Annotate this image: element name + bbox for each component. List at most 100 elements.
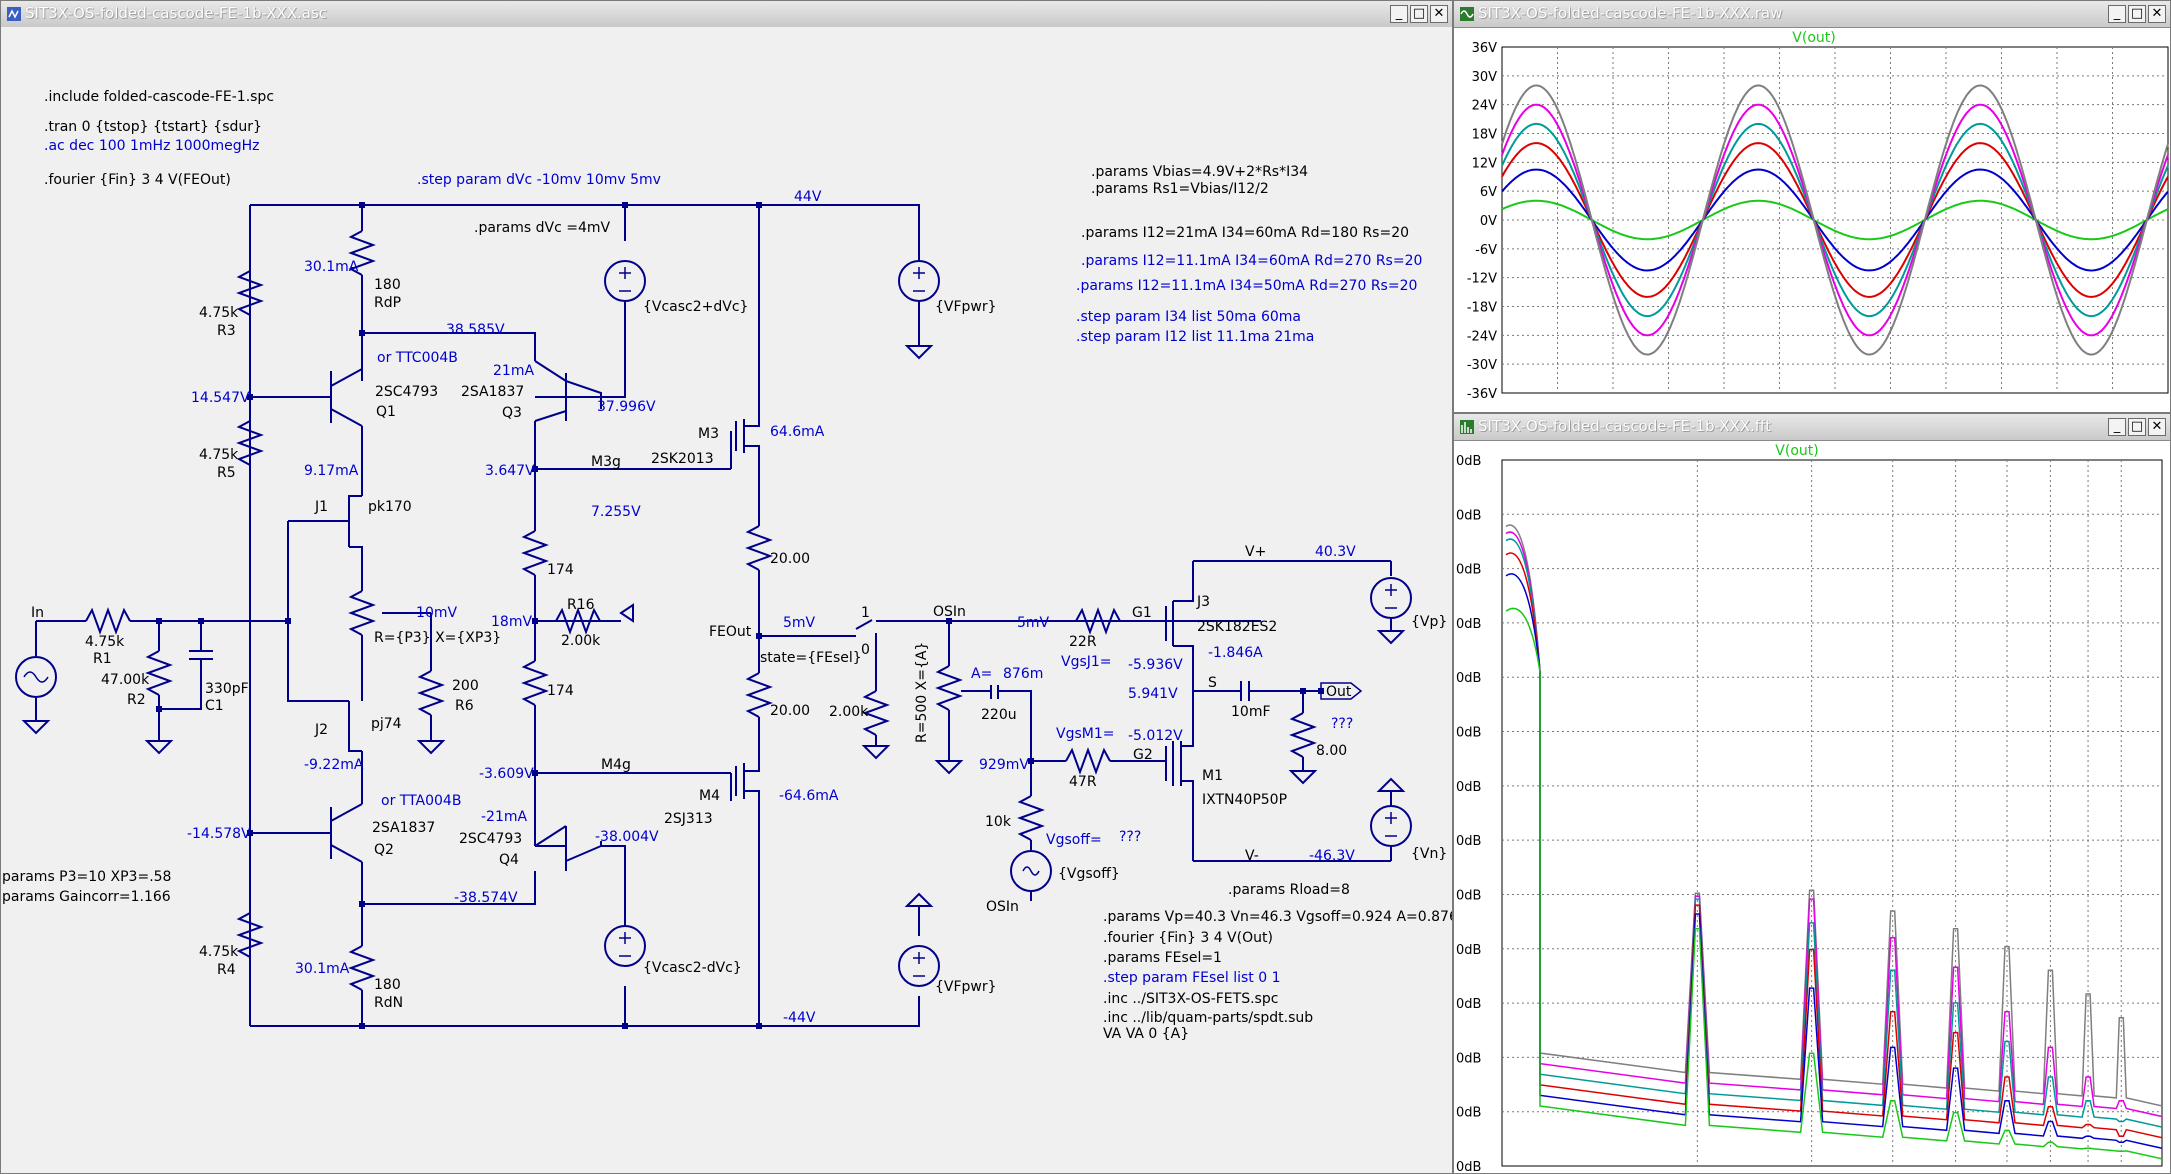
svg-text:or TTA004B: or TTA004B xyxy=(381,793,461,809)
waveform-ytick-label: 12V xyxy=(1472,156,1498,171)
svg-text:4.75k: 4.75k xyxy=(199,305,239,321)
fft-ytick-label: 0dB xyxy=(1456,1106,1481,1121)
svg-text:5mV: 5mV xyxy=(783,615,816,631)
directive-fourier-fe: .fourier {Fin} 3 4 V(FEOut) xyxy=(44,172,231,188)
fft-ytick-label: 0dB xyxy=(1456,1160,1481,1173)
svg-text:14.547V: 14.547V xyxy=(191,390,250,406)
svg-text:44V: 44V xyxy=(794,189,822,205)
waveform-series-line xyxy=(1501,122,2169,318)
svg-text:V+: V+ xyxy=(1245,544,1266,560)
svg-text:Q2: Q2 xyxy=(374,842,394,858)
ground-symbols xyxy=(21,345,1406,907)
directive-ac: .ac dec 100 1mHz 1000megHz xyxy=(44,138,260,154)
fft-minimize-button[interactable]: _ xyxy=(2108,418,2126,436)
svg-text:V-: V- xyxy=(1245,848,1259,864)
waveform-plot[interactable]: V(out) 36V30V24V18V12V6V0V-6V-12V-18V-24… xyxy=(1454,27,2170,412)
svg-text:-9.22mA: -9.22mA xyxy=(304,757,364,773)
directive-inc-fets: .inc ../SIT3X-OS-FETS.spc xyxy=(1103,991,1278,1007)
directive-params-i12-c: .params I12=11.1mA I34=50mA Rd=270 Rs=20 xyxy=(1076,278,1417,294)
svg-text:64.6mA: 64.6mA xyxy=(770,424,825,440)
svg-text:40.3V: 40.3V xyxy=(1315,544,1356,560)
directive-fourier-out: .fourier {Fin} 3 4 V(Out) xyxy=(1103,930,1273,946)
svg-text:M4g: M4g xyxy=(601,757,631,773)
waveform-ytick-label: 36V xyxy=(1472,41,1498,56)
svg-text:R1: R1 xyxy=(93,651,112,667)
svg-text:-1.846A: -1.846A xyxy=(1208,645,1263,661)
svg-text:174: 174 xyxy=(547,562,574,578)
label-feout: FEOut xyxy=(709,624,752,640)
svg-text:{Vcasc2+dVc}: {Vcasc2+dVc} xyxy=(643,299,748,315)
waveform-ytick-label: 24V xyxy=(1472,99,1498,114)
svg-text:20.00: 20.00 xyxy=(770,551,810,567)
svg-text:VgsJ1=: VgsJ1= xyxy=(1061,654,1112,670)
svg-text:{Vp}: {Vp} xyxy=(1411,614,1447,630)
fft-ytick-label: 0dB xyxy=(1456,780,1481,795)
svg-text:30.1mA: 30.1mA xyxy=(304,259,359,275)
svg-text:RdN: RdN xyxy=(374,995,403,1011)
svg-text:5mV: 5mV xyxy=(1017,615,1050,631)
svg-text:-38.574V: -38.574V xyxy=(454,890,518,906)
svg-text:876m: 876m xyxy=(1003,666,1043,682)
directive-va: VA VA 0 {A} xyxy=(1103,1026,1189,1042)
svg-text:Q1: Q1 xyxy=(376,404,396,420)
schematic-title: SIT3X-OS-folded-cascode-FE-1b-XXX.asc xyxy=(25,4,327,22)
svg-text:-38.004V: -38.004V xyxy=(595,829,659,845)
svg-text:C1: C1 xyxy=(205,698,224,714)
fft-plot[interactable]: V(out) 1KHz2KHz3KHz4KHz5KHz7KHz9KHz0dB0d… xyxy=(1454,440,2170,1173)
fft-xtick-label: 2KHz xyxy=(1679,1172,1715,1173)
svg-text:Q3: Q3 xyxy=(502,405,522,421)
waveform-series-line xyxy=(1501,103,2169,337)
fft-ytick-label: 0dB xyxy=(1456,454,1481,469)
label-out: Out xyxy=(1326,684,1352,700)
schematic-canvas[interactable]: .include folded-cascode-FE-1.spc .tran 0… xyxy=(1,27,1452,1173)
svg-text:pk170: pk170 xyxy=(368,499,412,515)
schematic-annotations: .ac dec 100 1mHz 1000megHz .step param d… xyxy=(44,138,1422,1026)
svg-text:IXTN40P50P: IXTN40P50P xyxy=(1202,792,1287,808)
ltspice-schematic-icon xyxy=(7,7,21,21)
directive-step-i34: .step param I34 list 50ma 60ma xyxy=(1076,309,1301,325)
label-osin-2: OSIn xyxy=(986,899,1019,915)
svg-text:{VFpwr}: {VFpwr} xyxy=(935,299,997,315)
fft-close-button[interactable]: ✕ xyxy=(2148,418,2166,436)
fft-xtick-label: 7KHz xyxy=(2032,1172,2068,1173)
schematic-window[interactable]: SIT3X-OS-folded-cascode-FE-1b-XXX.asc _ … xyxy=(0,0,1453,1174)
svg-text:{VFpwr}: {VFpwr} xyxy=(935,979,997,995)
fft-series-line xyxy=(1505,531,2163,1118)
svg-text:{Vn}: {Vn} xyxy=(1411,846,1447,862)
fft-titlebar[interactable]: SIT3X-OS-folded-cascode-FE-1b-XXX.fft _ … xyxy=(1454,414,2170,441)
waveform-titlebar[interactable]: SIT3X-OS-folded-cascode-FE-1b-XXX.raw _ … xyxy=(1454,1,2170,28)
schematic-labels: .include folded-cascode-FE-1.spc .tran 0… xyxy=(2,89,1452,1042)
waveform-ytick-label: 18V xyxy=(1472,128,1498,143)
svg-text:A=: A= xyxy=(971,666,992,682)
minimize-button[interactable]: _ xyxy=(1390,5,1408,23)
fft-ytick-label: 0dB xyxy=(1456,563,1481,578)
waveform-minimize-button[interactable]: _ xyxy=(2108,5,2126,23)
fft-window[interactable]: SIT3X-OS-folded-cascode-FE-1b-XXX.fft _ … xyxy=(1453,413,2171,1174)
directive-step-fesel: .step param FEsel list 0 1 xyxy=(1103,970,1281,986)
svg-text:-21mA: -21mA xyxy=(481,809,528,825)
waveform-window[interactable]: SIT3X-OS-folded-cascode-FE-1b-XXX.raw _ … xyxy=(1453,0,2171,413)
svg-text:M3: M3 xyxy=(698,426,719,442)
fft-ytick-label: 0dB xyxy=(1456,888,1481,903)
restore-button[interactable]: □ xyxy=(1410,5,1428,23)
schematic-titlebar[interactable]: SIT3X-OS-folded-cascode-FE-1b-XXX.asc _ … xyxy=(1,1,1452,28)
fft-xtick-label: 9KHz xyxy=(2103,1172,2139,1173)
waveform-close-button[interactable]: ✕ xyxy=(2148,5,2166,23)
close-button[interactable]: ✕ xyxy=(1430,5,1448,23)
svg-text:-44V: -44V xyxy=(783,1010,816,1026)
svg-text:M1: M1 xyxy=(1202,768,1223,784)
waveform-series-line xyxy=(1501,168,2169,272)
fft-ytick-label: 0dB xyxy=(1456,997,1481,1012)
svg-text:2SA1837: 2SA1837 xyxy=(461,384,524,400)
fft-title: SIT3X-OS-folded-cascode-FE-1b-XXX.fft xyxy=(1478,417,1771,435)
fft-ytick-label: 0dB xyxy=(1456,671,1481,686)
waveform-ytick-label: -6V xyxy=(1475,243,1497,258)
svg-text:21mA: 21mA xyxy=(493,363,534,379)
svg-text:1: 1 xyxy=(861,605,870,621)
svg-text:R3: R3 xyxy=(217,323,236,339)
waveform-restore-button[interactable]: □ xyxy=(2128,5,2146,23)
waveform-ytick-label: -36V xyxy=(1467,387,1497,402)
svg-text:???: ??? xyxy=(1119,829,1141,845)
svg-text:8.00: 8.00 xyxy=(1316,743,1347,759)
fft-restore-button[interactable]: □ xyxy=(2128,418,2146,436)
